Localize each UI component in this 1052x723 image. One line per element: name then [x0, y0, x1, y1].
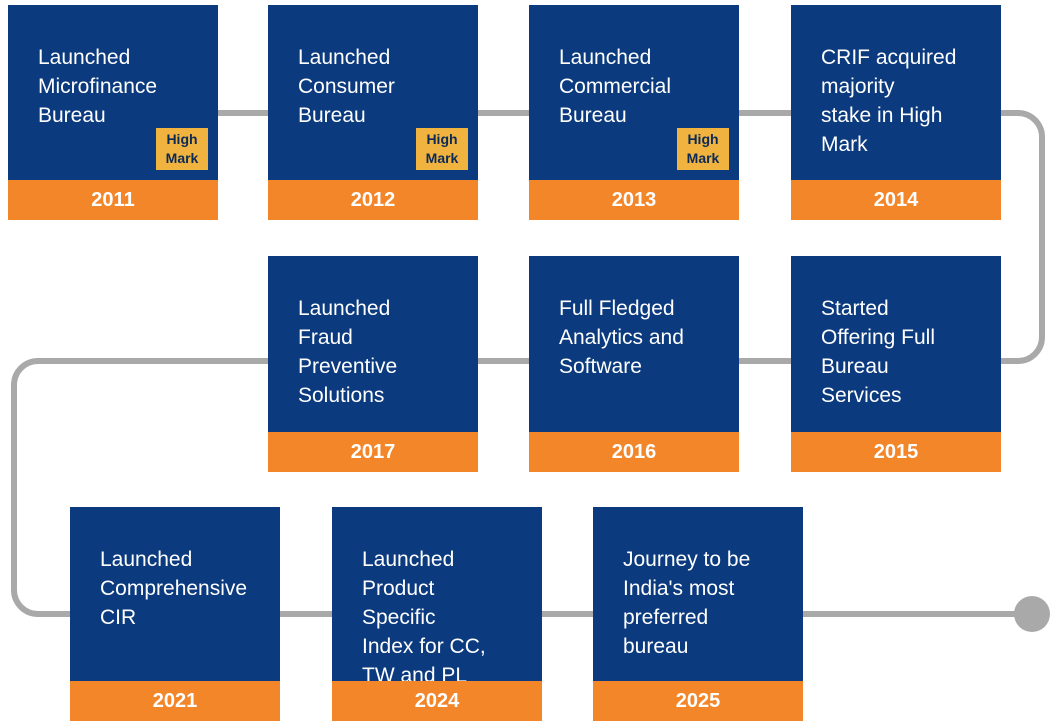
milestone-year: 2014: [791, 180, 1001, 220]
high-mark-badge: High Mark: [416, 128, 468, 170]
milestone-card-2014: CRIF acquired majority stake in High Mar…: [791, 5, 1001, 220]
milestone-card-2011: Launched Microfinance Bureau High Mark 2…: [8, 5, 218, 220]
milestone-text: Launched Consumer Bureau: [298, 46, 395, 127]
milestone-text: Launched Product Specific Index for CC, …: [362, 548, 486, 687]
milestone-year: 2025: [593, 681, 803, 721]
milestone-card-2024: Launched Product Specific Index for CC, …: [332, 507, 542, 721]
milestone-year: 2017: [268, 432, 478, 472]
milestone-card-2017: Launched Fraud Preventive Solutions 2017: [268, 256, 478, 472]
milestone-card-2012: Launched Consumer Bureau High Mark 2012: [268, 5, 478, 220]
milestone-year: 2015: [791, 432, 1001, 472]
high-mark-badge: High Mark: [156, 128, 208, 170]
high-mark-badge: High Mark: [677, 128, 729, 170]
milestone-card-2025: Journey to be India's most preferred bur…: [593, 507, 803, 721]
milestone-year: 2016: [529, 432, 739, 472]
milestone-text: Launched Commercial Bureau: [559, 46, 672, 127]
timeline-end-dot: [1014, 596, 1050, 632]
milestone-year: 2013: [529, 180, 739, 220]
milestone-card-2015: Started Offering Full Bureau Services 20…: [791, 256, 1001, 472]
milestone-text: Journey to be India's most preferred bur…: [623, 548, 751, 658]
milestone-year: 2021: [70, 681, 280, 721]
milestone-text: Launched Comprehensive CIR: [100, 548, 248, 629]
milestone-year: 2011: [8, 180, 218, 220]
milestone-text: CRIF acquired majority stake in High Mar…: [821, 46, 957, 156]
milestone-card-2013: Launched Commercial Bureau High Mark 201…: [529, 5, 739, 220]
milestone-text: Launched Fraud Preventive Solutions: [298, 297, 398, 407]
milestone-text: Full Fledged Analytics and Software: [559, 297, 684, 378]
milestone-text: Launched Microfinance Bureau: [38, 46, 158, 127]
milestone-text: Started Offering Full Bureau Services: [821, 297, 935, 407]
milestone-year: 2024: [332, 681, 542, 721]
milestone-card-2016: Full Fledged Analytics and Software 2016: [529, 256, 739, 472]
milestone-year: 2012: [268, 180, 478, 220]
milestone-card-2021: Launched Comprehensive CIR 2021: [70, 507, 280, 721]
